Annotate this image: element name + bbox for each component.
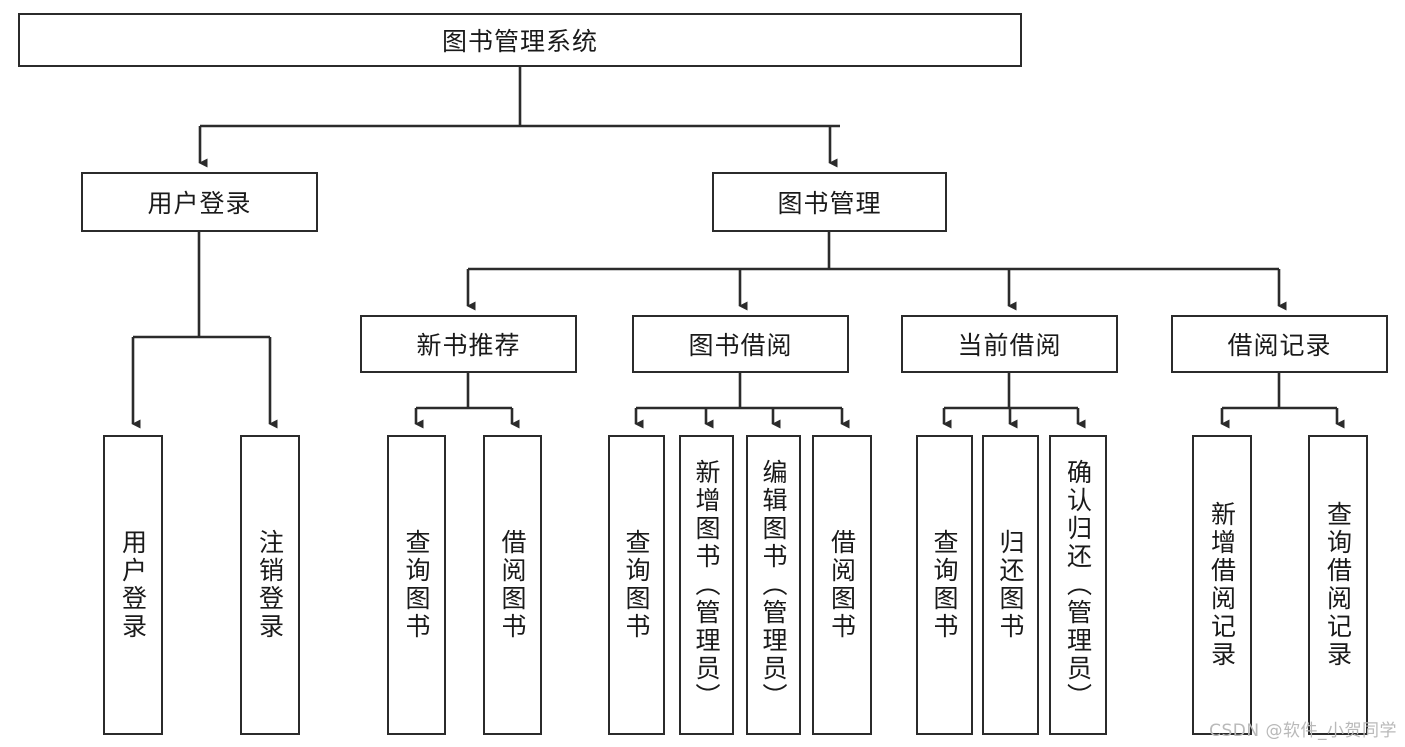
leaf-user-login-signout-label: 注销登录 [255, 529, 285, 641]
node-borrow-record[interactable]: 借阅记录 [1171, 315, 1388, 373]
node-borrow-record-label: 借阅记录 [1227, 331, 1332, 360]
node-book-borrow-label: 图书借阅 [688, 331, 793, 360]
node-root-system[interactable]: 图书管理系统 [18, 13, 1022, 67]
leaf-borrow-query-book[interactable]: 查询图书 [608, 435, 665, 735]
leaf-user-login-signin[interactable]: 用户登录 [103, 435, 163, 735]
leaf-current-return-book[interactable]: 归还图书 [982, 435, 1039, 735]
node-book-management[interactable]: 图书管理 [712, 172, 947, 232]
leaf-recommend-borrow-book-label: 借阅图书 [498, 529, 527, 641]
node-new-book-recommend-label: 新书推荐 [416, 331, 521, 360]
leaf-borrow-borrow-book-label: 借阅图书 [827, 529, 857, 641]
leaf-current-confirm-return-admin[interactable]: 确认归还（管理员） [1049, 435, 1107, 735]
node-current-borrow[interactable]: 当前借阅 [901, 315, 1118, 373]
leaf-current-confirm-return-admin-label: 确认归还（管理员） [1063, 459, 1093, 711]
leaf-borrow-edit-book-admin[interactable]: 编辑图书（管理员） [746, 435, 801, 735]
leaf-borrow-borrow-book[interactable]: 借阅图书 [812, 435, 872, 735]
leaf-recommend-query-book-label: 查询图书 [402, 529, 431, 641]
leaf-borrow-add-book-admin-label: 新增图书（管理员） [692, 459, 721, 711]
node-current-borrow-label: 当前借阅 [957, 331, 1062, 360]
node-user-login-label: 用户登录 [147, 189, 252, 218]
leaf-current-query-book[interactable]: 查询图书 [916, 435, 973, 735]
leaf-record-add-record-label: 新增借阅记录 [1207, 501, 1237, 669]
node-root-system-label: 图书管理系统 [441, 27, 598, 56]
node-user-login[interactable]: 用户登录 [81, 172, 318, 232]
leaf-record-query-record[interactable]: 查询借阅记录 [1308, 435, 1368, 735]
leaf-borrow-query-book-label: 查询图书 [622, 529, 651, 641]
leaf-borrow-edit-book-admin-label: 编辑图书（管理员） [759, 459, 788, 711]
leaf-recommend-query-book[interactable]: 查询图书 [387, 435, 446, 735]
leaf-current-return-book-label: 归还图书 [996, 529, 1025, 641]
node-new-book-recommend[interactable]: 新书推荐 [360, 315, 577, 373]
node-book-management-label: 图书管理 [777, 189, 882, 218]
leaf-record-add-record[interactable]: 新增借阅记录 [1192, 435, 1252, 735]
leaf-user-login-signout[interactable]: 注销登录 [240, 435, 300, 735]
node-book-borrow[interactable]: 图书借阅 [632, 315, 849, 373]
leaf-record-query-record-label: 查询借阅记录 [1323, 501, 1353, 669]
leaf-current-query-book-label: 查询图书 [930, 529, 959, 641]
watermark-text: CSDN @软件_小贺同学 [1209, 721, 1397, 741]
leaf-borrow-add-book-admin[interactable]: 新增图书（管理员） [679, 435, 734, 735]
leaf-recommend-borrow-book[interactable]: 借阅图书 [483, 435, 542, 735]
leaf-user-login-signin-label: 用户登录 [118, 529, 148, 641]
